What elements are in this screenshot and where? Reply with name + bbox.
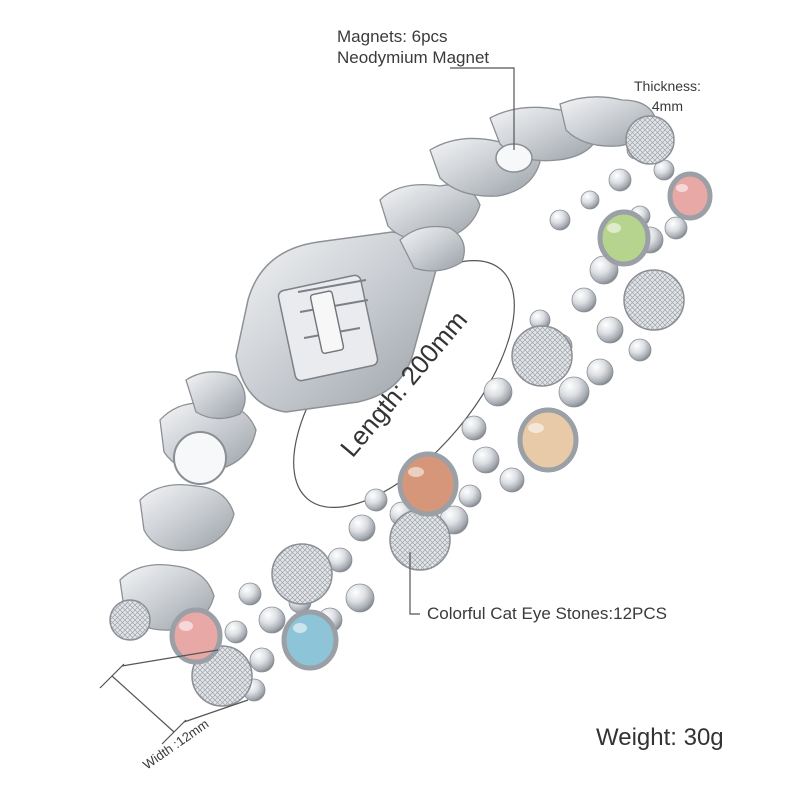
bracelet-left-links [119, 371, 257, 631]
stones-leader-line [409, 552, 420, 615]
thickness-callout: Thickness: 4mm [634, 76, 701, 116]
magnets-callout: Magnets: 6pcs Neodymium Magnet [337, 26, 489, 68]
stone-salmon [397, 451, 459, 517]
magnet-leader-line [450, 67, 515, 150]
stone-highlights [179, 184, 688, 633]
weight-label: Weight: 30g [596, 724, 724, 751]
thickness-value: 4mm [651, 98, 684, 114]
width-dimension [99, 649, 249, 745]
stones-callout: Colorful Cat Eye Stones:12PCS [427, 604, 668, 623]
stone-pink-top [667, 171, 713, 221]
bracelet-clasp [235, 231, 437, 413]
thickness-label: Thickness: [634, 78, 701, 94]
stone-peach [517, 407, 579, 473]
stone-blue [281, 609, 339, 671]
magnets-count-text: Magnets: 6pcs [337, 27, 448, 46]
magnet-left [173, 431, 227, 485]
magnet-type-text: Neodymium Magnet [337, 48, 490, 67]
stone-green [597, 209, 651, 267]
